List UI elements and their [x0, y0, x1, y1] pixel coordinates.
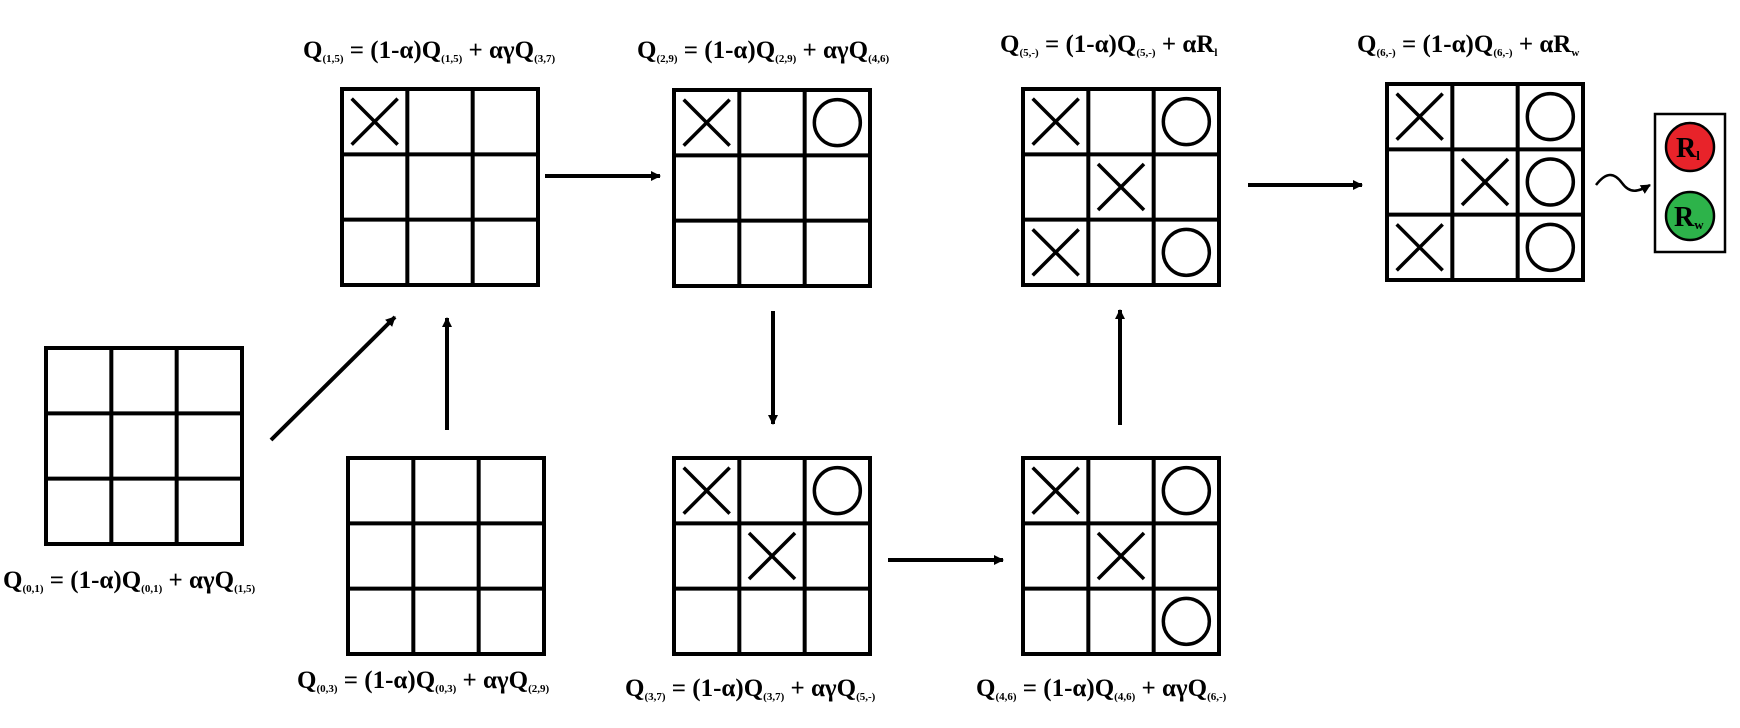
equation-state-4-6: Q(4,6) = (1-α)Q(4,6) + αγQ(6,-)	[976, 675, 1227, 703]
x-mark	[1096, 162, 1146, 212]
board-state-4-6	[1021, 456, 1221, 656]
board-frame	[340, 87, 540, 287]
x-mark	[1460, 157, 1510, 207]
board-state-0-3	[346, 456, 546, 656]
equation-state-5: Q(5,-) = (1-α)Q(5,-) + αRl	[1000, 31, 1217, 59]
board-state-0-1	[44, 346, 244, 546]
board-state-2-9	[672, 88, 872, 288]
o-mark	[1161, 96, 1212, 147]
board-frame	[44, 346, 244, 546]
board-state-3-7	[672, 456, 872, 656]
x-mark	[747, 531, 797, 581]
reward-win-circle	[1664, 190, 1716, 242]
equation-state-2-9: Q(2,9) = (1-α)Q(2,9) + αγQ(4,6)	[637, 37, 889, 65]
board-frame	[672, 88, 872, 288]
reward-loss-circle	[1664, 121, 1716, 173]
o-mark	[1525, 222, 1576, 273]
o-mark	[812, 97, 863, 148]
x-mark	[682, 98, 731, 147]
reward-win-label: Rw	[1674, 202, 1704, 233]
arrow-0-1-to-1-5	[269, 315, 397, 442]
board-state-6	[1385, 82, 1585, 282]
o-mark	[1161, 465, 1212, 516]
o-mark	[812, 465, 863, 516]
equation-state-1-5: Q(1,5) = (1-α)Q(1,5) + αγQ(3,7)	[303, 37, 555, 65]
equation-state-0-1: Q(0,1) = (1-α)Q(0,1) + αγQ(1,5)	[3, 567, 255, 595]
board-state-5	[1021, 87, 1221, 287]
x-mark	[1031, 466, 1080, 515]
board-frame	[346, 456, 546, 656]
x-mark	[1395, 223, 1444, 272]
x-mark	[1096, 531, 1146, 581]
equation-state-0-3: Q(0,3) = (1-α)Q(0,3) + αγQ(2,9)	[297, 667, 549, 695]
x-mark	[682, 466, 731, 515]
reward-loss-label: Rl	[1676, 133, 1700, 164]
x-mark	[1031, 97, 1080, 146]
x-mark	[350, 97, 399, 146]
x-mark	[1031, 228, 1080, 277]
equation-state-6: Q(6,-) = (1-α)Q(6,-) + αRw	[1357, 31, 1579, 59]
o-mark	[1161, 227, 1212, 278]
x-mark	[1395, 92, 1444, 141]
board-state-1-5	[340, 87, 540, 287]
equation-state-3-7: Q(3,7) = (1-α)Q(3,7) + αγQ(5,-)	[625, 675, 876, 703]
o-mark	[1525, 91, 1576, 142]
squiggle-arrow-to-rewards	[1595, 173, 1651, 194]
o-mark	[1525, 157, 1576, 207]
o-mark	[1161, 596, 1212, 647]
